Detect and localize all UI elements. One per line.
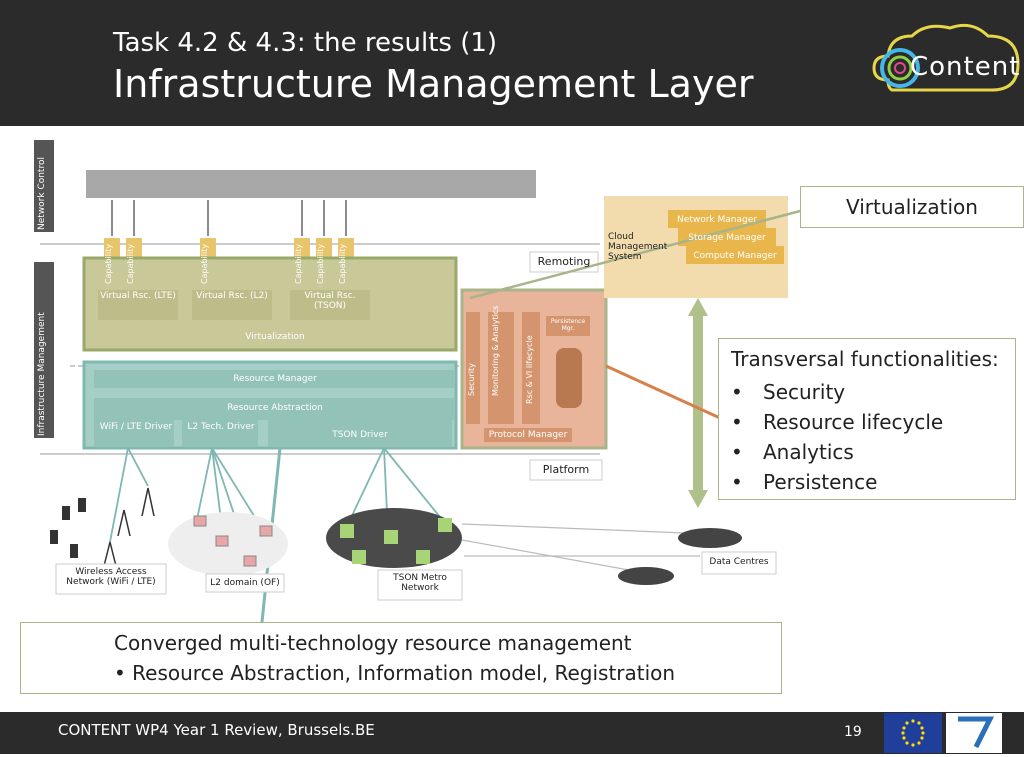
capability-label: Capability: [104, 243, 113, 284]
l2-domain-label: L2 domain (OF): [210, 578, 280, 588]
network-control-label: Network Control: [37, 157, 47, 230]
security-module-label: Security: [467, 363, 476, 396]
logo-text: Content: [910, 52, 1021, 82]
virtual-rsc-l2: Virtual Rsc. (L2): [196, 291, 268, 301]
list-item: •Analytics: [731, 440, 854, 464]
slide-subtitle: Task 4.2 & 4.3: the results (1): [113, 28, 498, 58]
tson-driver-label: TSON Driver: [332, 430, 388, 440]
platform-label: Platform: [542, 463, 590, 476]
slide-title: Infrastructure Management Layer: [113, 62, 754, 106]
protocol-manager-label: Protocol Manager: [488, 430, 568, 440]
cloud-management-label: Cloud Management System: [608, 232, 668, 262]
transversal-callout: Transversal functionalities: •Security •…: [718, 338, 1016, 500]
eu-flag-icon: [884, 713, 942, 753]
remoting-label: Remoting: [537, 255, 591, 268]
tson-metro-network-label: TSON Metro Network: [393, 573, 447, 593]
virtualization-block-label: Virtualization: [245, 332, 305, 342]
page-number: 19: [844, 724, 862, 740]
transversal-list: •Security •Resource lifecycle •Analytics…: [731, 377, 943, 497]
resource-manager-label: Resource Manager: [233, 374, 317, 384]
infrastructure-management-label: Infrastructure Management: [37, 312, 47, 436]
virtualization-callout-text: Virtualization: [846, 195, 978, 219]
lifecycle-module-label: Rsc & VI lifecycle: [525, 335, 534, 404]
footer-bar: [0, 712, 1024, 754]
capability-label: Capability: [316, 243, 325, 284]
wireless-access-network-label: Wireless Access Network (WiFi / LTE): [66, 567, 156, 587]
fp7-logo: [946, 713, 1002, 753]
transversal-title: Transversal functionalities:: [731, 347, 999, 371]
capability-label: Capability: [200, 243, 209, 284]
converged-bullet: • Resource Abstraction, Information mode…: [114, 661, 676, 685]
list-item: •Resource lifecycle: [731, 410, 944, 434]
capability-label: Capability: [338, 243, 347, 284]
converged-title: Converged multi-technology resource mana…: [114, 631, 632, 655]
network-manager-label: Network Manager: [677, 215, 757, 225]
data-centres-label: Data Centres: [709, 557, 769, 567]
virtualization-callout: Virtualization: [800, 186, 1024, 228]
footer-text: CONTENT WP4 Year 1 Review, Brussels.BE: [58, 721, 375, 739]
list-item: •Security: [731, 380, 846, 404]
monitoring-module-label: Monitoring & Analytics: [491, 305, 500, 396]
header-bar: [0, 0, 1024, 126]
l2-driver-label: L2 Tech. Driver: [187, 422, 255, 432]
architecture-diagram: [34, 140, 805, 623]
converged-callout: Converged multi-technology resource mana…: [20, 622, 782, 694]
virtual-rsc-tson: Virtual Rsc. (TSON): [304, 291, 356, 311]
content-logo: Content: [868, 18, 1024, 110]
persistence-label: Persistence Mgr.: [550, 318, 586, 332]
wifi-lte-driver-label: WiFi / LTE Driver: [99, 422, 173, 432]
capability-label: Capability: [126, 243, 135, 284]
storage-manager-label: Storage Manager: [688, 233, 766, 243]
compute-manager-label: Compute Manager: [693, 251, 777, 261]
capability-label: Capability: [294, 243, 303, 284]
list-item: •Persistence: [731, 470, 878, 494]
virtual-rsc-lte: Virtual Rsc. (LTE): [100, 291, 176, 301]
resource-abstraction-label: Resource Abstraction: [227, 403, 323, 413]
